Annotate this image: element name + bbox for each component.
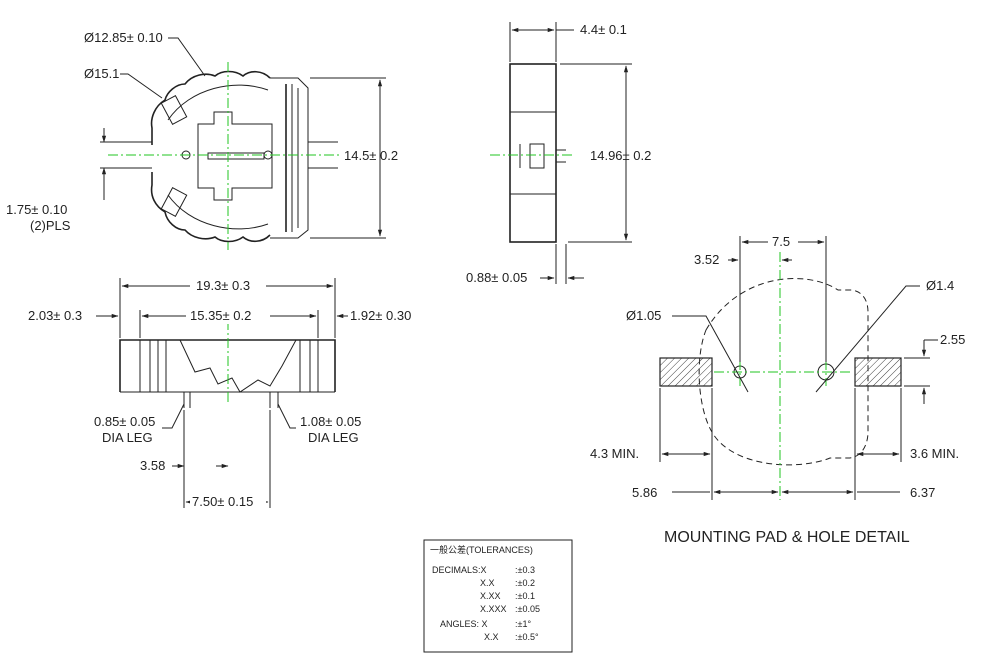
pad-hole-right: Ø1.4 [926, 278, 954, 293]
front-mid-dim: 15.35± 0.2 [190, 308, 251, 323]
tol-row-label: DECIMALS:X [432, 565, 487, 575]
top-height-dim: 14.5± 0.2 [344, 148, 398, 163]
tol-row-label: ANGLES: X [440, 619, 488, 629]
front-left-dim: 2.03± 0.3 [28, 308, 82, 323]
pad-detail-view: 7.5 3.52 Ø1.05 Ø1.4 2.55 4.3 MIN. 3.6 MI… [590, 234, 965, 546]
tol-row-value: :±1° [515, 619, 531, 629]
tolerance-title: 一般公差(TOLERANCES) [430, 544, 533, 555]
pad-left-min: 4.3 MIN. [590, 446, 639, 461]
tol-row-value: :±0.5° [515, 632, 539, 642]
front-right-dim: 1.92± 0.30 [350, 308, 411, 323]
front-leg-right-label: DIA LEG [308, 430, 359, 445]
front-leg-right-dia: 1.08± 0.05 [300, 414, 361, 429]
pad-right-dist: 6.37 [910, 485, 935, 500]
tol-row-label: X.XX [480, 591, 501, 601]
front-leg-left-label: DIA LEG [102, 430, 153, 445]
side-leg-dim: 0.88± 0.05 [466, 270, 527, 285]
pad-detail-title: MOUNTING PAD & HOLE DETAIL [664, 529, 910, 546]
pad-left-dist: 5.86 [632, 485, 657, 500]
holder-outline [150, 70, 271, 243]
tol-row-value: :±0.2 [515, 578, 535, 588]
tol-row-value: :±0.05 [515, 604, 540, 614]
top-leg-count: (2)PLS [30, 218, 71, 233]
side-thickness-dim: 4.4± 0.1 [580, 22, 627, 37]
tolerance-table: 一般公差(TOLERANCES) DECIMALS:X :±0.3 X.X :±… [423, 539, 573, 653]
top-dia-inner: Ø15.1 [84, 66, 119, 81]
front-pitch-dim: 7.50± 0.15 [192, 494, 253, 509]
tol-row-value: :±0.3 [515, 565, 535, 575]
pad-height-dim: 2.55 [940, 332, 965, 347]
top-leg-offset-dim: 1.75± 0.10 [6, 202, 67, 217]
pad-pitch-dim: 7.5 [772, 234, 790, 249]
front-view: 19.3± 0.3 15.35± 0.2 2.03± 0.3 1.92± 0.3… [28, 278, 411, 510]
tol-row-label: X.X [480, 578, 495, 588]
pad-right-min: 3.6 MIN. [910, 446, 959, 461]
front-overall-dim: 19.3± 0.3 [196, 278, 250, 293]
top-view: 14.5± 0.2 1.75± 0.10 (2)PLS Ø12.85± 0.10… [6, 30, 398, 250]
front-leg-left-dia: 0.85± 0.05 [94, 414, 155, 429]
pad-hole-left: Ø1.05 [626, 308, 661, 323]
side-height-dim: 14.96± 0.2 [590, 148, 651, 163]
tol-row-value: :±0.1 [515, 591, 535, 601]
side-view: 4.4± 0.1 14.96± 0.2 0.88± 0.05 [466, 22, 651, 285]
front-offset-dim: 3.58 [140, 458, 165, 473]
top-dia-outer: Ø12.85± 0.10 [84, 30, 163, 45]
tol-row-label: X.X [484, 632, 499, 642]
pad-offset-dim: 3.52 [694, 252, 719, 267]
tol-row-label: X.XXX [480, 604, 507, 614]
